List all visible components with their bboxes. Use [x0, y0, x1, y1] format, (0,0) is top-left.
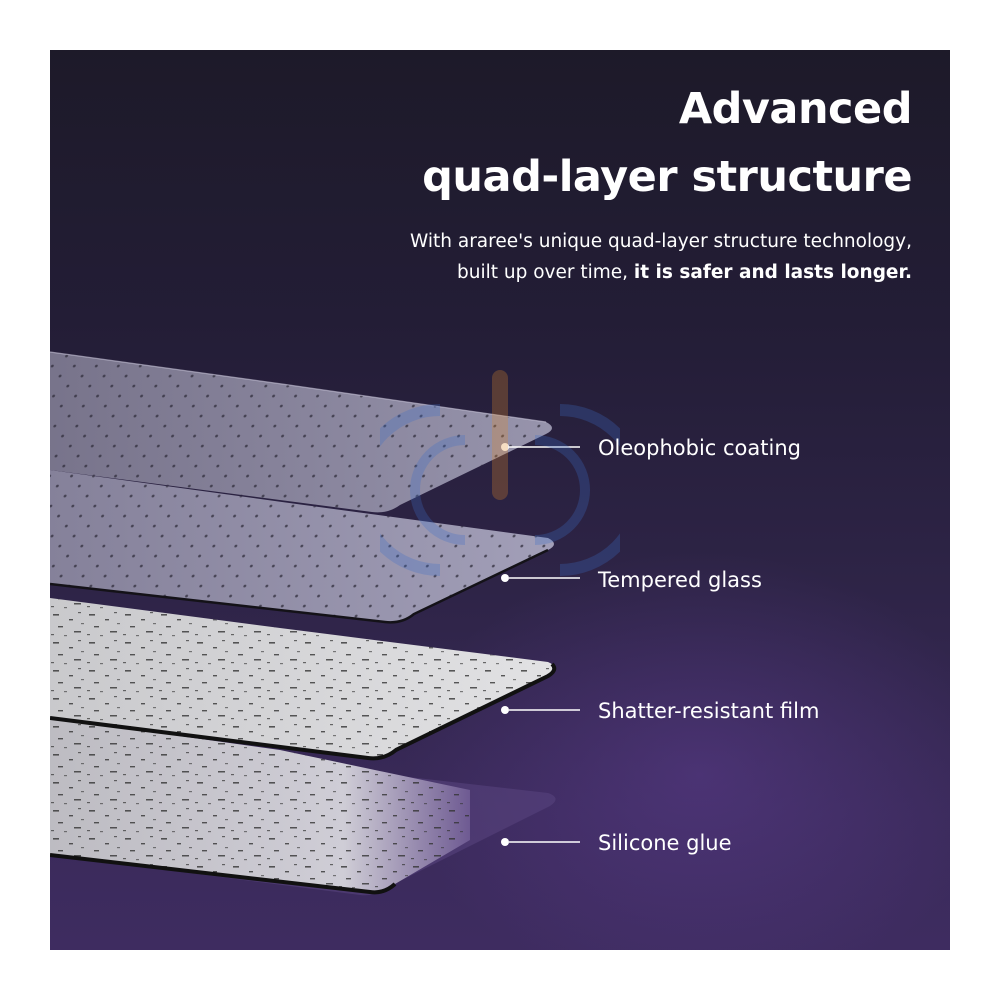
layer-label-tempered: Tempered glass [598, 570, 762, 591]
callout-shatter [501, 706, 580, 714]
subheading-bold-text: it is safer and lasts longer. [634, 262, 912, 283]
layer-label-shatter: Shatter-resistant film [598, 701, 819, 722]
subheading-line-1: With araree's unique quad-layer structur… [410, 233, 912, 252]
callout-silicone [501, 838, 580, 846]
product-feature-panel: Advanced quad-layer structure With arare… [50, 50, 950, 950]
layer-label-silicone: Silicone glue [598, 833, 732, 854]
subheading-line-2: built up over time, it is safer and last… [457, 264, 912, 283]
layer-label-oleophobic: Oleophobic coating [598, 438, 801, 459]
heading-line-1: Advanced [679, 88, 912, 131]
heading-line-2: quad-layer structure [422, 156, 912, 199]
wifi-signal-icon [380, 370, 620, 690]
subheading-regular-text: built up over time, [457, 262, 634, 283]
